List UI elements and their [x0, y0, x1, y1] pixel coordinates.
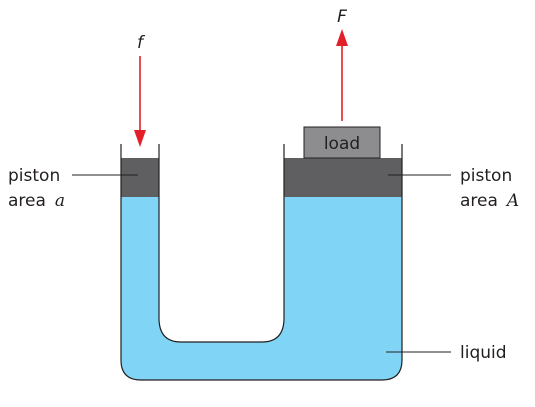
left-area-symbol: a: [55, 191, 65, 211]
load-block: [303, 126, 381, 159]
container-inner-outline: [158, 144, 285, 343]
left-piston-label-line1: piston: [8, 166, 60, 186]
left-piston-label-line2: area a: [8, 191, 65, 211]
small-piston: [121, 158, 159, 197]
small-force-label: f: [137, 33, 146, 53]
load-label: load: [324, 134, 360, 154]
small-force-arrow: [134, 56, 146, 147]
right-piston-label-line2: area A: [460, 191, 519, 211]
right-area-symbol: A: [505, 191, 519, 211]
large-piston: [284, 158, 402, 197]
right-area-word: area: [460, 191, 498, 211]
container-outline: [120, 144, 403, 381]
large-force-arrow: [336, 29, 348, 121]
liquid-label: liquid: [460, 343, 507, 363]
large-force-label: F: [337, 7, 347, 27]
right-piston-label-line1: piston: [460, 166, 512, 186]
liquid-body: [121, 197, 402, 380]
left-area-word: area: [8, 191, 46, 211]
